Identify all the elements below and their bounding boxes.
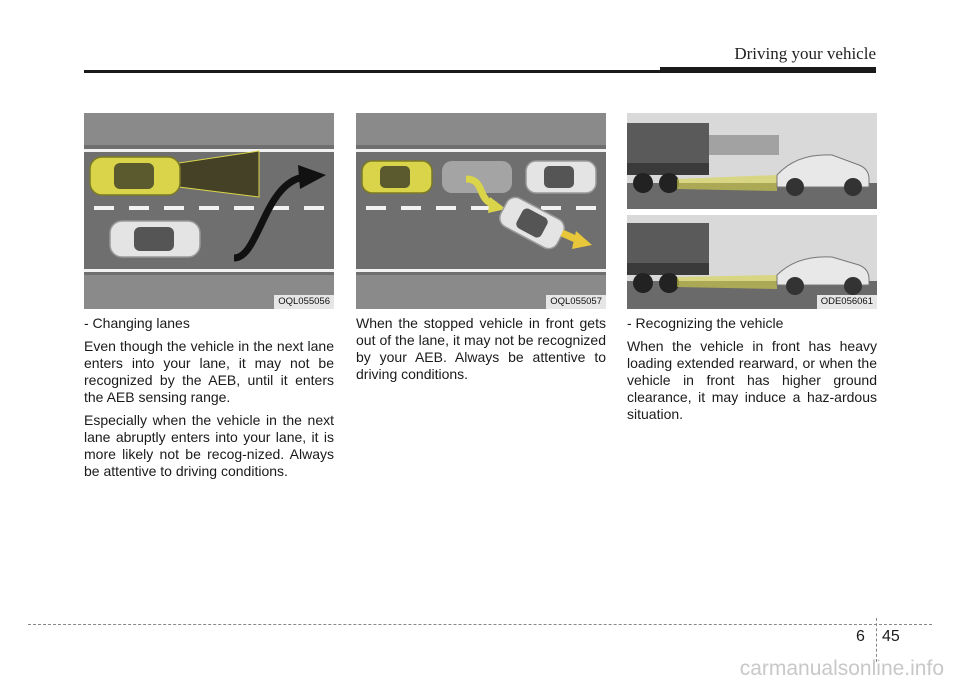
paragraph: When the vehicle in front has heavy load… [627, 338, 877, 422]
figure-recognizing-vehicle: ODE056061 [627, 113, 877, 309]
paragraph: Even though the vehicle in the next lane… [84, 338, 334, 405]
page-number: 45 [882, 628, 900, 645]
caption-changing-lanes: - Changing lanes [84, 315, 190, 331]
footer-rule [28, 624, 932, 625]
column-changing-lanes: OQL055056 - Changing lanes Even though t… [84, 113, 334, 480]
column-stopped-vehicle: OQL055057 When the stopped vehicle in fr… [356, 113, 606, 383]
column-recognizing-vehicle: ODE056061 - Recognizing the vehicle When… [627, 113, 877, 423]
watermark: carmanualsonline.info [739, 657, 944, 680]
paragraph: Especially when the vehicle in the next … [84, 412, 334, 479]
figure-stopped-vehicle: OQL055057 [356, 113, 606, 309]
caption-recognizing-vehicle: - Recognizing the vehicle [627, 315, 784, 331]
chapter-number: 6 [856, 628, 865, 645]
figure-code: OQL055056 [274, 295, 334, 309]
page-header-title: Driving your vehicle [734, 44, 876, 63]
header-rule [84, 70, 876, 73]
figure-changing-lanes: OQL055056 [84, 113, 334, 309]
header-rule-accent [660, 67, 876, 71]
figure-code: ODE056061 [816, 295, 877, 309]
figure-code: OQL055057 [546, 295, 606, 309]
paragraph: When the stopped vehicle in front gets o… [356, 315, 606, 382]
footer-separator [876, 618, 877, 662]
